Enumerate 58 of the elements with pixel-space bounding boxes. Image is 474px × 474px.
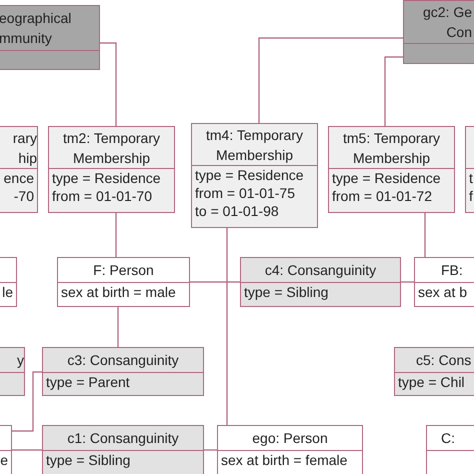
connector-line <box>204 449 217 451</box>
attribute-text: e <box>0 451 8 469</box>
attribute-text: type = Sibling <box>244 283 328 301</box>
object-name: gc2: Ge Con <box>422 3 472 42</box>
object-box <box>48 126 175 213</box>
object-name: FB: <box>441 261 463 280</box>
connector-line <box>12 371 42 432</box>
attribute-text: type = Sibling <box>46 451 130 469</box>
attribute-text: type = Residence <box>195 166 304 184</box>
attribute-text: ence <box>4 169 34 187</box>
attribute-text: from = 01-01-70 <box>52 187 152 205</box>
connector-line <box>117 307 119 347</box>
connector-line <box>401 281 414 283</box>
attribute-text: sex at b <box>418 283 468 301</box>
object-box <box>0 5 100 70</box>
object-box <box>403 0 474 64</box>
attribute-text: sex at birth = male <box>61 283 176 301</box>
attribute-text: type = Chil <box>398 373 465 391</box>
attribute-text: f <box>469 187 473 205</box>
object-name: ego: Person <box>252 429 328 448</box>
object-box <box>394 347 474 396</box>
object-box <box>191 123 318 228</box>
object-box <box>217 425 363 474</box>
object-box <box>426 425 474 474</box>
object-name: C: <box>441 429 455 448</box>
object-box <box>0 347 25 396</box>
object-name: y <box>17 351 24 370</box>
attribute-text: from = 01-01-75 <box>195 184 295 202</box>
connector-line <box>100 42 117 126</box>
attribute-text: t <box>469 169 473 187</box>
connector-line <box>384 56 403 126</box>
object-box <box>240 257 401 307</box>
object-box <box>42 425 204 474</box>
object-box <box>0 126 38 213</box>
object-name: c3: Consanguinity <box>67 351 179 370</box>
object-box <box>42 347 204 396</box>
connector-line <box>258 37 403 123</box>
attribute-text: to = 01-01-98 <box>195 202 279 220</box>
object-box <box>328 126 455 213</box>
attribute-text: type = Residence <box>52 169 161 187</box>
connector-line <box>226 228 228 425</box>
object-name: c1: Consanguinity <box>67 429 179 448</box>
object-box <box>414 257 474 307</box>
attribute-text: type = Parent <box>46 373 130 391</box>
connector-line <box>12 449 42 451</box>
object-box <box>57 257 190 307</box>
connector-line <box>424 213 426 257</box>
object-name: F: Person <box>93 261 154 280</box>
attribute-text: type = Residence <box>332 169 441 187</box>
connector-line <box>115 213 117 257</box>
connector-line <box>190 281 240 283</box>
attribute-text: -70 <box>14 187 34 205</box>
attribute-text: le <box>2 283 13 301</box>
attribute-text: from = 01-01-72 <box>332 187 432 205</box>
object-name: c4: Consanguinity <box>264 261 376 280</box>
object-name: c5: Cons <box>416 351 472 370</box>
attribute-text: sex at birth = female <box>221 451 348 469</box>
object-box <box>0 257 17 307</box>
